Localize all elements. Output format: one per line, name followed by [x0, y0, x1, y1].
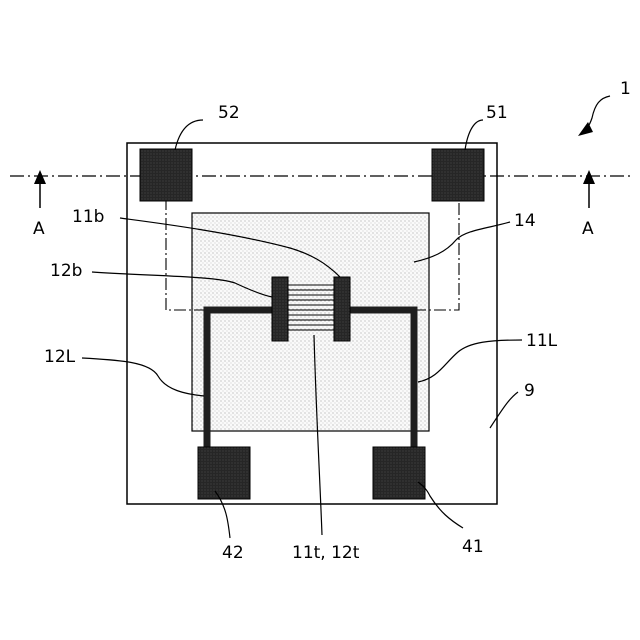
label-pad-52: 52	[218, 103, 240, 123]
electrode-12b	[272, 277, 288, 341]
label-section-right: A	[582, 219, 594, 239]
electrode-11b	[334, 277, 350, 341]
pad-41	[373, 447, 425, 499]
label-electrode-11b: 11b	[72, 207, 104, 227]
pad-52	[140, 149, 192, 201]
label-substrate-9: 9	[524, 381, 535, 401]
device-arrow	[578, 96, 610, 136]
pad-42	[198, 447, 250, 499]
label-device: 1	[620, 79, 631, 99]
label-pad-42: 42	[222, 543, 244, 563]
label-section-left: A	[33, 219, 45, 239]
label-film-14: 14	[514, 211, 536, 231]
pad-51	[432, 149, 484, 201]
film-region	[192, 213, 429, 431]
label-pad-41: 41	[462, 537, 484, 557]
label-lead-12L: 12L	[44, 347, 76, 367]
label-pad-51: 51	[486, 103, 508, 123]
label-lead-11L: 11L	[526, 331, 558, 351]
label-comb-11t-12t: 11t, 12t	[292, 543, 360, 563]
label-electrode-12b: 12b	[50, 261, 82, 281]
